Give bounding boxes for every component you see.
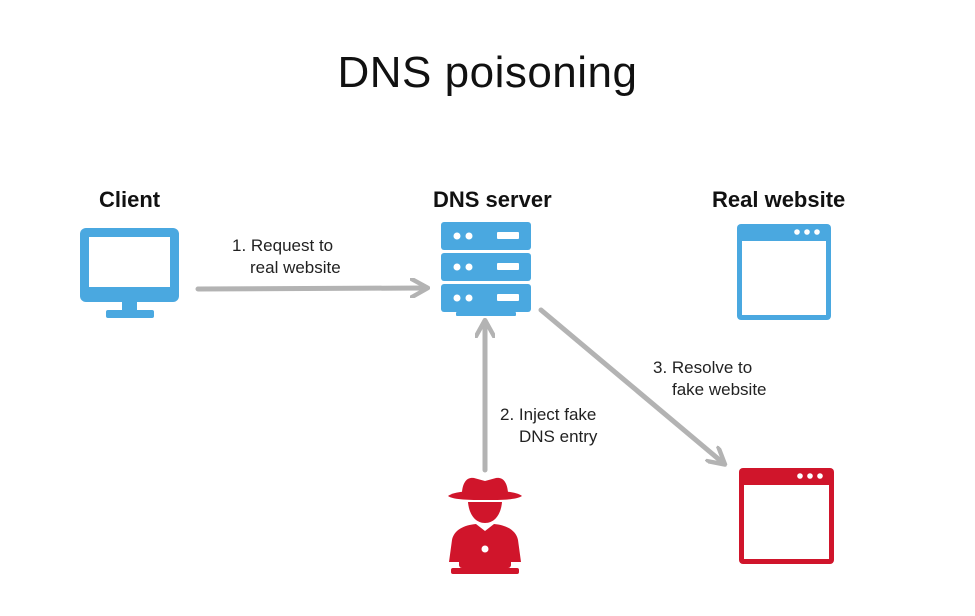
step-2-label: 2. Inject fake DNS entry: [500, 405, 598, 446]
step-1-label: 1. Request to real website: [232, 236, 341, 277]
step-3-label: 3. Resolve to fake website: [653, 358, 767, 399]
page-title: DNS poisoning: [337, 48, 638, 97]
arrow-dns-to-fake-website: [538, 307, 722, 462]
client-label: Client: [99, 187, 161, 212]
real-website-label: Real website: [712, 187, 846, 212]
server-rack-icon: [441, 222, 531, 316]
monitor-icon: [80, 228, 179, 318]
arrow-client-to-dns: [195, 288, 424, 289]
dns-server-label: DNS server: [433, 187, 552, 212]
fake-browser-window-icon: [739, 468, 834, 564]
browser-window-icon: [737, 224, 831, 320]
hacker-icon: [448, 477, 522, 574]
